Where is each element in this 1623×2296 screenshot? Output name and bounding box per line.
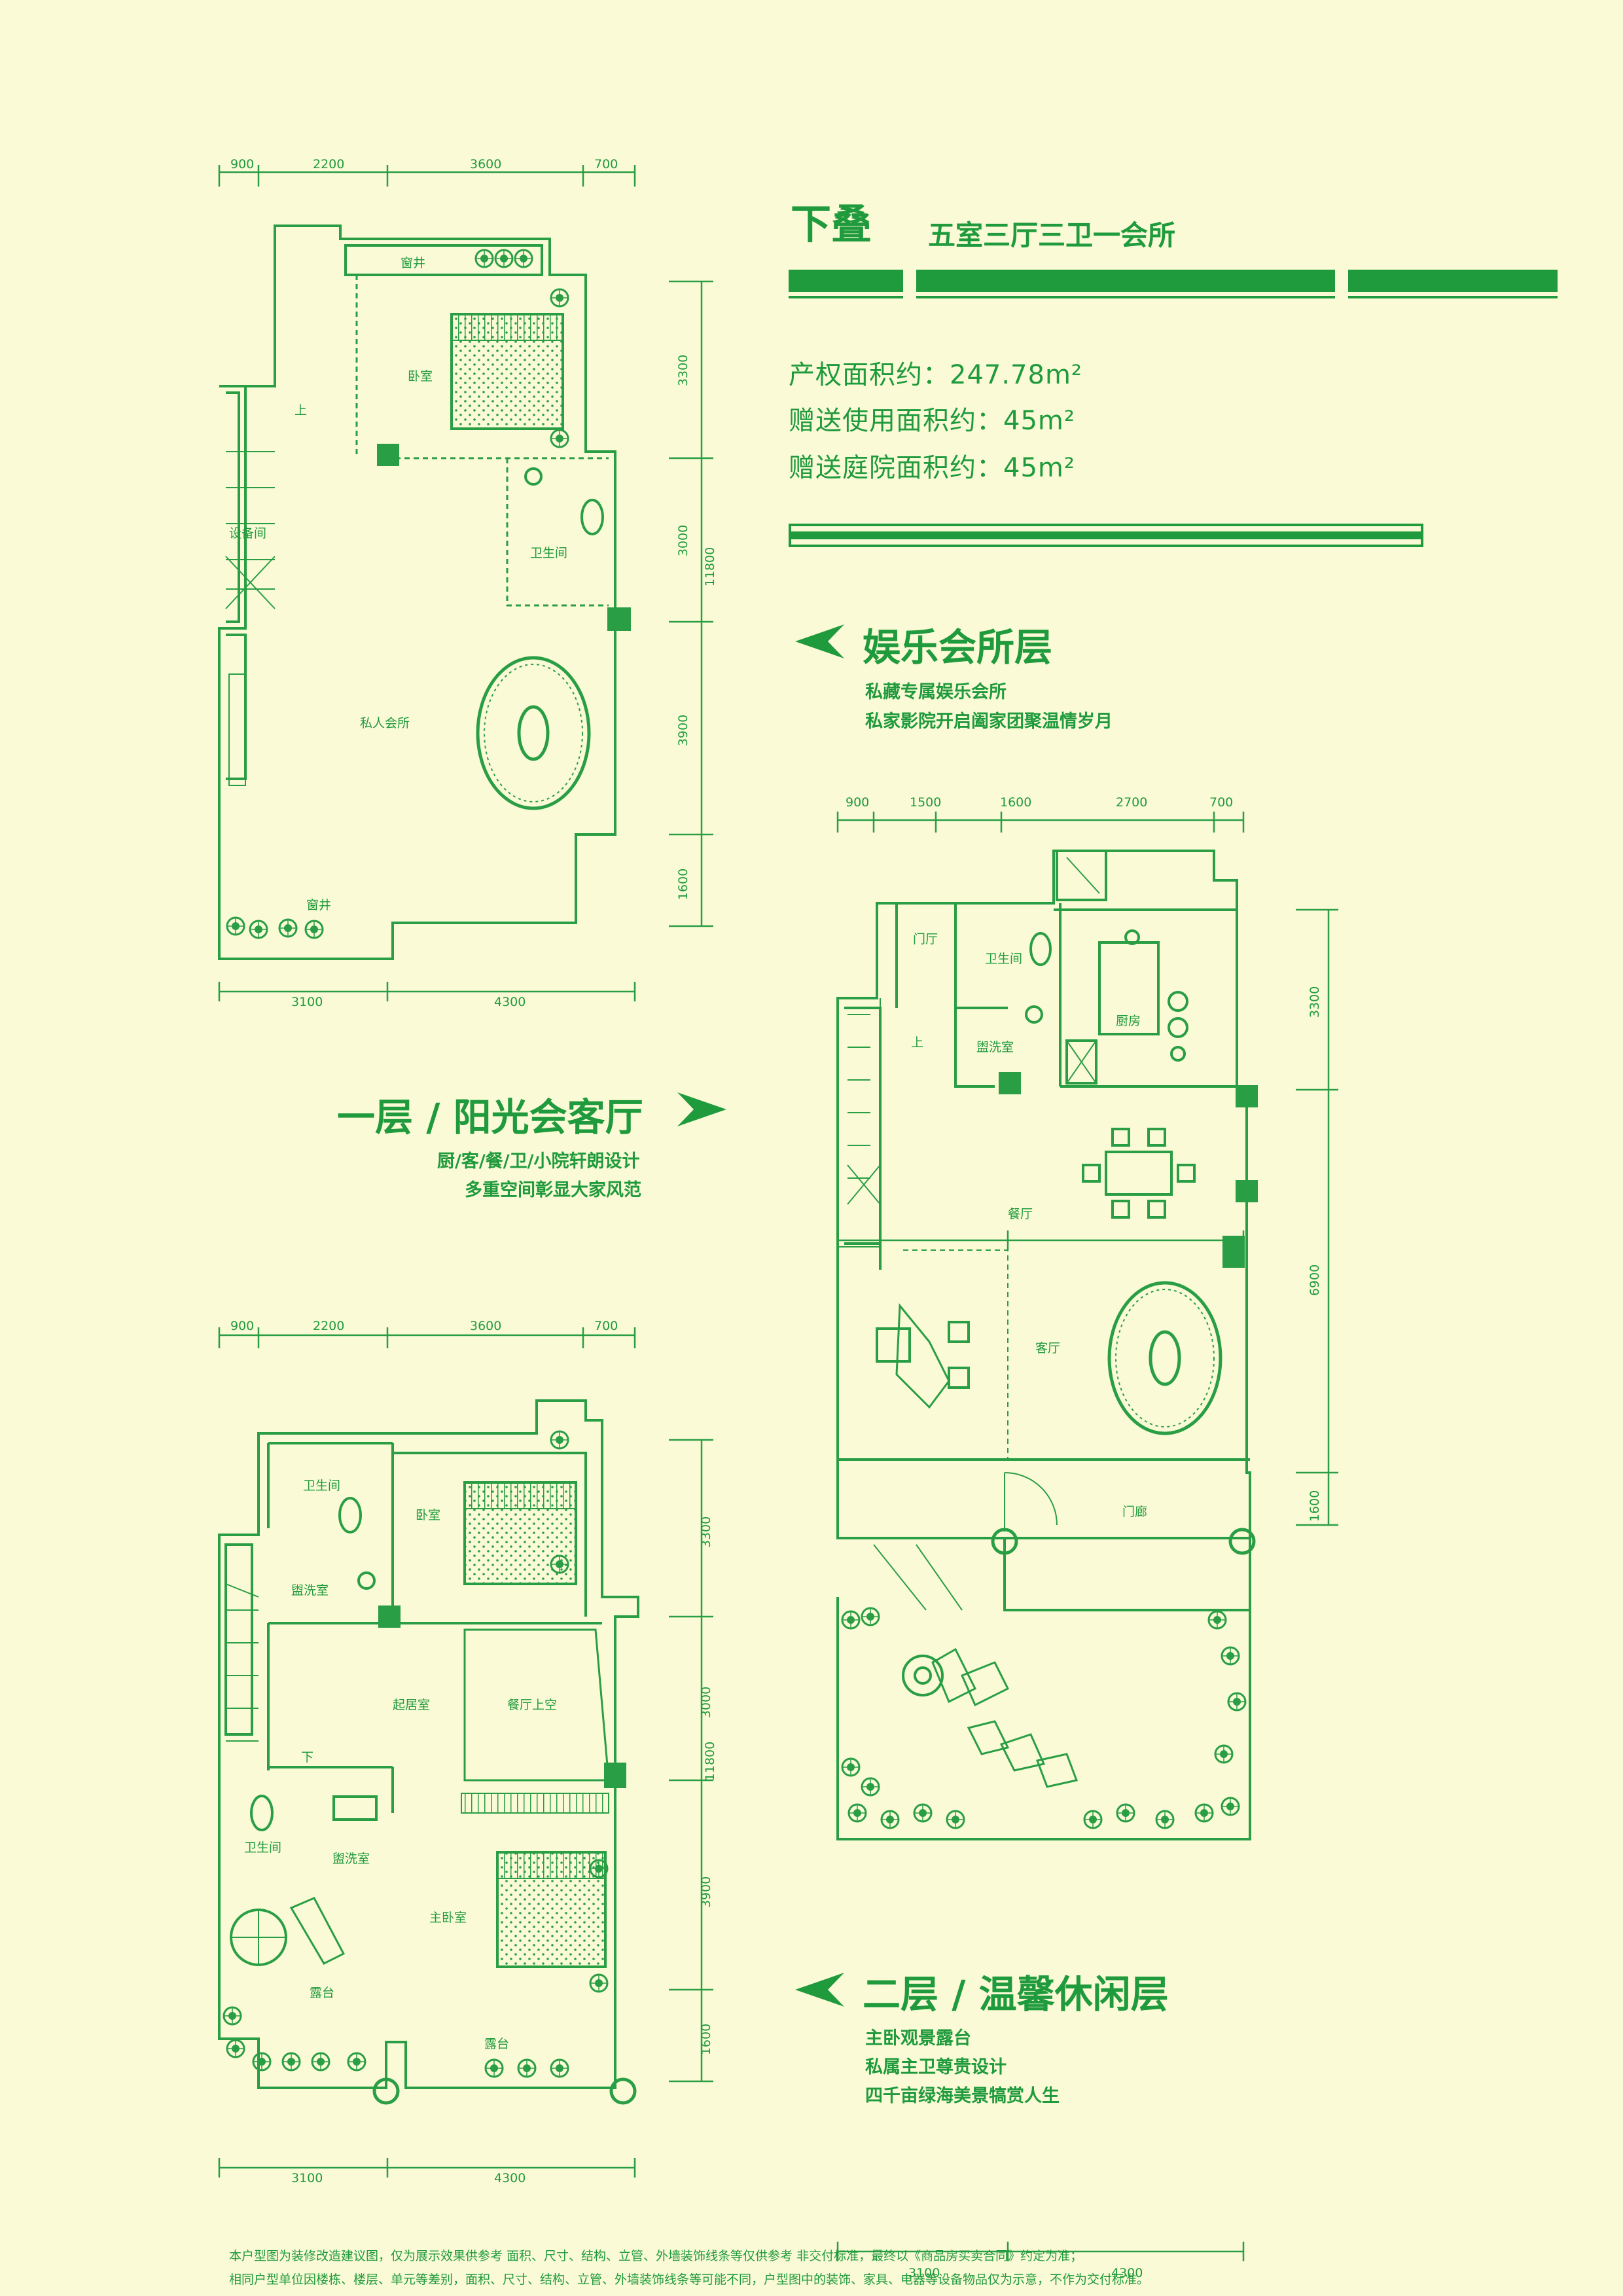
dim-label: 3300 xyxy=(676,354,691,387)
dim-label: 700 xyxy=(594,157,618,171)
area-bonus-use: 赠送使用面积约：45m² xyxy=(789,406,1075,436)
second-arrow-icon xyxy=(789,1970,847,2012)
dim-label: 4300 xyxy=(494,2171,526,2185)
dim-label: 2700 xyxy=(1116,795,1148,810)
second-heading: 二层 / 温馨休闲层 xyxy=(863,1972,1169,2017)
dim-label: 3900 xyxy=(676,714,691,747)
first-arrow-icon xyxy=(674,1090,733,1132)
dim-label: 3000 xyxy=(699,1686,714,1719)
area-property: 产权面积约：247.78m² xyxy=(789,360,1082,390)
footer-note-2: 相同户型单位因楼栋、楼层、单元等差别，面积、尺寸、结构、立管、外墙装饰线条等可能… xyxy=(229,2272,1150,2287)
second-desc-2: 私属主卫尊贵设计 xyxy=(865,2057,1007,2077)
room-label: 卧室 xyxy=(416,1508,441,1522)
room-label: 盥洗室 xyxy=(332,1852,370,1866)
room-label: 卫生间 xyxy=(530,546,568,560)
dim-label: 1600 xyxy=(1308,1490,1323,1522)
second-floor-plan xyxy=(218,1327,713,2178)
dim-label: 3100 xyxy=(908,2266,940,2280)
room-label: 设备间 xyxy=(229,526,267,541)
first-heading: 一层 / 阳光会客厅 xyxy=(337,1095,643,1139)
room-label: 盥洗室 xyxy=(976,1040,1014,1054)
stair-label: 上 xyxy=(294,403,308,418)
room-label: 客厅 xyxy=(1035,1341,1061,1355)
room-label: 窗井 xyxy=(306,898,332,912)
dim-label: 1500 xyxy=(910,795,942,810)
dim-label: 6900 xyxy=(1308,1264,1323,1297)
page-subtitle: 五室三厅三卫一会所 xyxy=(928,219,1176,251)
room-label: 卧室 xyxy=(408,369,433,384)
room-label: 卫生间 xyxy=(244,1840,282,1855)
basement-heading: 娱乐会所层 xyxy=(863,625,1053,670)
dim-label: 3900 xyxy=(699,1876,714,1909)
dim-label: 4300 xyxy=(494,995,526,1009)
room-label: 卫生间 xyxy=(303,1479,341,1493)
dim-label: 3100 xyxy=(291,995,323,1009)
first-floor-plan xyxy=(836,812,1338,2261)
room-label: 厨房 xyxy=(1116,1014,1141,1028)
basement-plan xyxy=(218,165,713,1001)
room-label: 私人会所 xyxy=(360,716,410,730)
dim-label: 4300 xyxy=(1111,2266,1143,2280)
second-desc-3: 四千亩绿海美景犒赏人生 xyxy=(865,2086,1060,2106)
footer-note-1: 本户型图为装修改造建议图，仅为展示效果供参考 面积、尺寸、结构、立管、外墙装饰线… xyxy=(229,2249,1083,2263)
page-title: 下叠 xyxy=(791,200,872,248)
dim-label: 1600 xyxy=(676,868,691,901)
dim-label: 2200 xyxy=(313,157,345,171)
dim-label: 900 xyxy=(230,157,255,171)
dim-label: 3300 xyxy=(699,1516,714,1549)
dim-label: 3600 xyxy=(470,1319,502,1333)
room-label: 露台 xyxy=(484,2037,510,2051)
second-desc-1: 主卧观景露台 xyxy=(865,2028,971,2049)
first-desc-1: 厨/客/餐/卫/小院轩朗设计 xyxy=(437,1151,640,1172)
room-label: 门厅 xyxy=(913,932,938,946)
room-label: 露台 xyxy=(310,1986,335,2000)
room-label: 主卧室 xyxy=(429,1910,467,1925)
basement-arrow-icon xyxy=(789,622,847,664)
dim-label: 1600 xyxy=(1000,795,1032,810)
dim-label: 900 xyxy=(230,1319,255,1333)
dim-label: 2200 xyxy=(313,1319,345,1333)
basement-desc-2: 私家影院开启阖家团聚温情岁月 xyxy=(865,711,1113,732)
dim-label: 3600 xyxy=(470,157,502,171)
area-rule xyxy=(789,524,1423,547)
dim-total: 11800 xyxy=(703,547,718,587)
basement-desc-1: 私藏专属娱乐会所 xyxy=(865,682,1007,702)
room-label: 门廊 xyxy=(1122,1505,1148,1519)
room-label: 起居室 xyxy=(393,1698,431,1712)
dim-label: 1600 xyxy=(699,2023,714,2056)
room-label: 卫生间 xyxy=(985,952,1023,966)
room-label: 盥洗室 xyxy=(291,1583,329,1598)
room-label: 窗井 xyxy=(401,256,426,270)
first-desc-2: 多重空间彰显大家风范 xyxy=(465,1180,641,1200)
room-label: 餐厅上空 xyxy=(507,1698,558,1712)
dim-label: 900 xyxy=(846,795,870,810)
room-label: 餐厅 xyxy=(1008,1207,1033,1221)
dim-label: 3100 xyxy=(291,2171,323,2185)
dim-total: 11800 xyxy=(703,1741,718,1782)
dim-label: 700 xyxy=(1209,795,1234,810)
area-bonus-yard: 赠送庭院面积约：45m² xyxy=(789,453,1075,483)
dim-label: 700 xyxy=(594,1319,618,1333)
stair-label: 上 xyxy=(911,1035,924,1050)
dim-label: 3300 xyxy=(1308,986,1323,1018)
dim-label: 3000 xyxy=(676,524,691,557)
stair-label: 下 xyxy=(301,1750,314,1765)
